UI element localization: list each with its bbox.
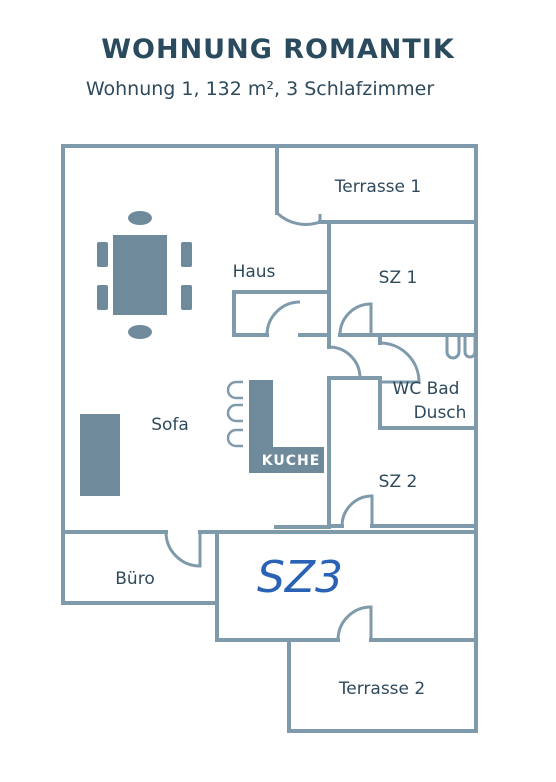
chair-right-1 bbox=[181, 242, 192, 267]
wc-fixture-1 bbox=[445, 337, 461, 360]
haus-wall bbox=[232, 290, 331, 337]
label-haus: Haus bbox=[233, 262, 276, 282]
door-terrasse1 bbox=[275, 211, 322, 226]
sz1-wall bbox=[327, 220, 478, 337]
label-terrasse1: Terrasse 1 bbox=[334, 177, 421, 197]
stool-2 bbox=[226, 403, 243, 423]
sofa-shape bbox=[80, 414, 120, 496]
chair-top bbox=[128, 211, 152, 225]
terrasse1-wall bbox=[275, 144, 478, 224]
door-haus bbox=[265, 300, 301, 336]
door-buero bbox=[164, 531, 202, 568]
label-sofa: Sofa bbox=[151, 415, 189, 435]
stool-3 bbox=[226, 428, 243, 448]
door-swings bbox=[164, 211, 477, 641]
door-sz1 bbox=[338, 302, 373, 336]
chair-left-2 bbox=[97, 285, 108, 310]
sz3-wall bbox=[215, 530, 478, 642]
label-wc-line1: WC Bad bbox=[393, 379, 460, 399]
corridor-wall bbox=[274, 333, 478, 529]
label-sz1: SZ 1 bbox=[379, 268, 418, 288]
door-wc bbox=[379, 341, 421, 384]
page-title: WOHNUNG ROMANTIK bbox=[101, 34, 455, 65]
door-corridor bbox=[328, 345, 362, 379]
chair-bottom bbox=[128, 325, 152, 339]
label-kuche: KUCHE bbox=[262, 453, 321, 469]
room-labels: Terrasse 1 Haus SZ 1 WC Bad Dusch Sofa S… bbox=[115, 177, 466, 699]
label-wc-line2: Dusch bbox=[414, 403, 467, 423]
label-terrasse2: Terrasse 2 bbox=[338, 679, 425, 699]
chair-right-2 bbox=[181, 285, 192, 310]
furniture bbox=[80, 211, 324, 496]
label-sz3-handwritten: SZ3 bbox=[257, 552, 343, 603]
stool-1 bbox=[226, 380, 243, 400]
door-sz2 bbox=[340, 494, 374, 527]
bar-stools bbox=[226, 380, 243, 448]
label-sz2: SZ 2 bbox=[379, 472, 418, 492]
chair-left-1 bbox=[97, 242, 108, 267]
kitchen-counter bbox=[249, 380, 324, 473]
door-terrasse2 bbox=[336, 605, 373, 641]
page-subtitle: Wohnung 1, 132 m², 3 Schlafzimmer bbox=[85, 78, 435, 100]
dining-table bbox=[113, 235, 167, 315]
wc-fixture-2 bbox=[463, 337, 477, 359]
label-buero: Büro bbox=[115, 569, 154, 589]
